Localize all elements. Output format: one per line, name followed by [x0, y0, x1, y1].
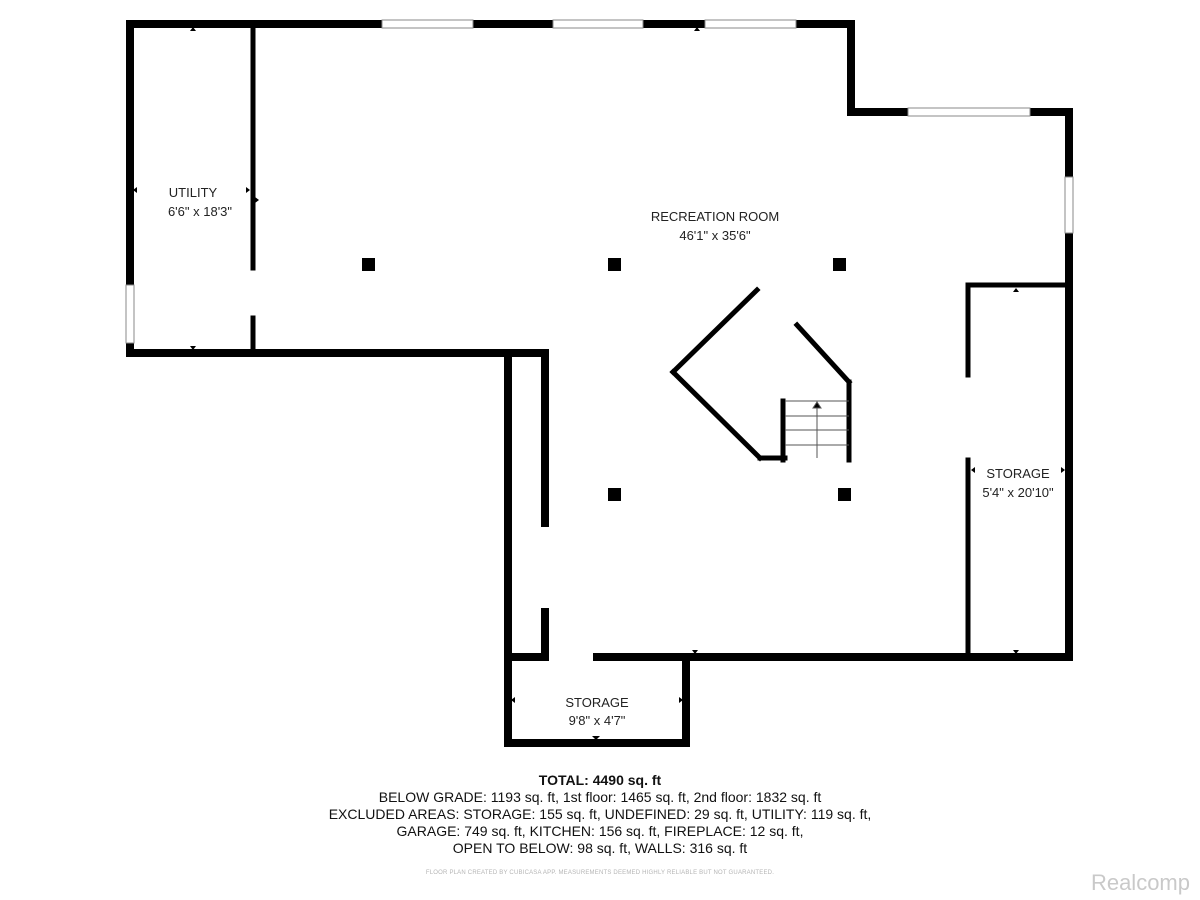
windows: [125, 19, 1074, 344]
exterior-walls: [126, 20, 1073, 747]
window: [552, 19, 644, 29]
utility-dimensions: 6'6" x 18'3": [168, 204, 232, 219]
interior-walls: [250, 25, 1069, 657]
dimension-ticks: [133, 27, 1065, 740]
window: [704, 19, 797, 29]
summary-line-4: OPEN TO BELOW: 98 sq. ft, WALLS: 316 sq.…: [452, 840, 748, 856]
column: [362, 258, 375, 271]
column: [833, 258, 846, 271]
utility-label: UTILITY: [169, 185, 218, 200]
columns: [362, 258, 851, 501]
stairs: [785, 400, 849, 458]
column: [608, 488, 621, 501]
window: [907, 107, 1031, 117]
disclaimer: FLOOR PLAN CREATED BY CUBICASA APP. MEAS…: [425, 870, 775, 876]
summary-line-1: BELOW GRADE: 1193 sq. ft, 1st floor: 146…: [378, 789, 822, 805]
summary-line-3: GARAGE: 749 sq. ft, KITCHEN: 156 sq. ft,…: [396, 823, 804, 839]
window: [1064, 176, 1074, 234]
window: [381, 19, 474, 29]
storage-bottom-dimensions: 9'8" x 4'7": [569, 713, 626, 728]
recreation-room-label: RECREATION ROOM: [651, 209, 779, 224]
column: [838, 488, 851, 501]
room-labels: UTILITY 6'6" x 18'3" RECREATION ROOM 46'…: [168, 185, 1054, 728]
window: [125, 284, 135, 344]
area-summary: TOTAL: 4490 sq. ft BELOW GRADE: 1193 sq.…: [0, 772, 1200, 857]
storage-right-label: STORAGE: [986, 466, 1050, 481]
column: [608, 258, 621, 271]
watermark: Realcomp: [1090, 870, 1190, 895]
storage-bottom-label: STORAGE: [565, 695, 629, 710]
recreation-room-dimensions: 46'1" x 35'6": [679, 228, 751, 243]
summary-line-2: EXCLUDED AREAS: STORAGE: 155 sq. ft, UND…: [328, 806, 872, 822]
total-area: TOTAL: 4490 sq. ft: [538, 772, 662, 788]
stair-arrow-icon: [812, 401, 822, 409]
storage-right-dimensions: 5'4" x 20'10": [982, 485, 1054, 500]
